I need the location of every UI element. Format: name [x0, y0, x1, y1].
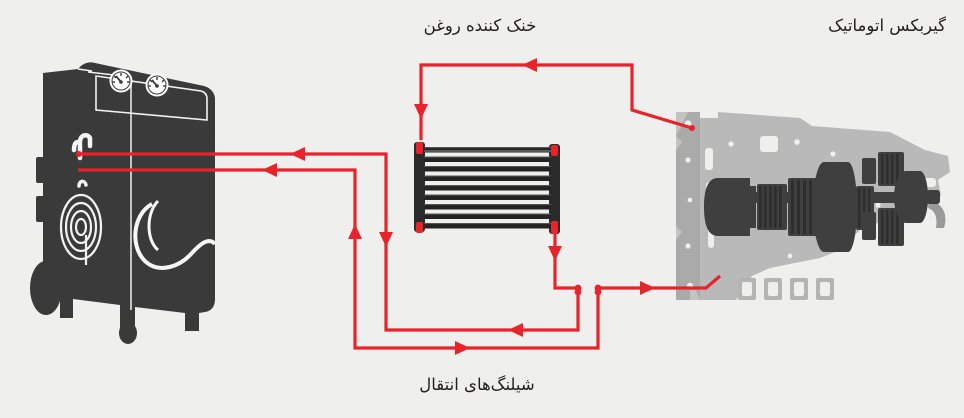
machine-hose-outlet-stem — [71, 139, 83, 161]
machine-caster-wheel — [119, 322, 137, 344]
oil-cooler — [414, 142, 560, 234]
label-automatic-gearbox: گیربکس اتوماتیک — [828, 16, 946, 35]
cooler-manifold-left — [414, 142, 425, 232]
connector-dot-c — [574, 288, 582, 296]
atf-exchanger-machine — [30, 62, 217, 344]
transfer-hoses — [78, 63, 722, 350]
arrow-upper-run-down — [379, 232, 393, 247]
label-transfer-hoses: شیلنگ‌های انتقال — [419, 375, 535, 394]
arrow-to-transmission — [640, 281, 655, 295]
cooler-port-top-left — [416, 142, 423, 154]
machine-rear-wheel — [30, 261, 62, 315]
hose-machine-lower-run — [78, 168, 600, 350]
gear-cluster-lower — [862, 208, 904, 246]
gauge-right — [145, 73, 169, 97]
transmission-pan-tab-holes — [742, 282, 830, 296]
connector-dot-transmission-top — [689, 125, 695, 131]
machine-side-bump-lower — [36, 196, 45, 222]
machine-body — [38, 62, 215, 332]
arrow-cooler-out-down — [548, 246, 562, 261]
automatic-transmission — [676, 112, 950, 300]
cooler-tube-highlights — [424, 147, 551, 225]
arrow-bottom-rightward — [455, 341, 470, 355]
hose-arrows — [262, 58, 655, 355]
arrow-top-leftward — [522, 58, 537, 72]
cooler-manifold-right — [549, 144, 560, 234]
hose-machine-upper-run — [78, 152, 580, 332]
transmission-gear-train — [704, 152, 940, 252]
hose-transmission-to-cooler — [419, 63, 693, 140]
machine-side-bump-upper — [36, 157, 45, 183]
machine-lower-fitting — [77, 179, 88, 188]
gear-set-a — [757, 184, 787, 230]
gear-cluster-upper — [862, 152, 904, 186]
hose-reel-spiral — [59, 193, 103, 261]
transmission-tail-shaft — [928, 200, 946, 228]
arrow-machine-upper-left — [290, 147, 305, 161]
arrow-bottom-leftward — [508, 323, 523, 337]
arrow-into-cooler-top — [414, 104, 428, 119]
machine-hose-outlet-fitting — [77, 133, 93, 149]
arrow-machine-lower-left — [262, 163, 277, 177]
cooler-tubes — [424, 147, 551, 229]
hose-connector-dots — [76, 125, 695, 296]
gauge-left — [109, 69, 133, 93]
arrow-lower-run-up — [348, 224, 362, 239]
front-hose-loop — [133, 202, 217, 270]
front-hose-loop-2 — [147, 199, 160, 252]
transmission-mount-flange — [676, 112, 700, 300]
connector-dot-machine-port — [76, 151, 82, 157]
cooler-port-bottom-right — [551, 221, 558, 234]
cooler-port-bottom-left — [416, 222, 423, 233]
hose-junction-to-transmission — [598, 274, 722, 290]
connector-dot-d — [594, 288, 602, 296]
hose-cooler-out-to-junction — [553, 234, 578, 290]
label-oil-cooler: خنک کننده روغن — [423, 16, 537, 35]
machine-console-outline — [95, 75, 208, 121]
machine-top-edge-highlight — [77, 68, 93, 72]
cooler-port-top-right — [551, 145, 558, 156]
